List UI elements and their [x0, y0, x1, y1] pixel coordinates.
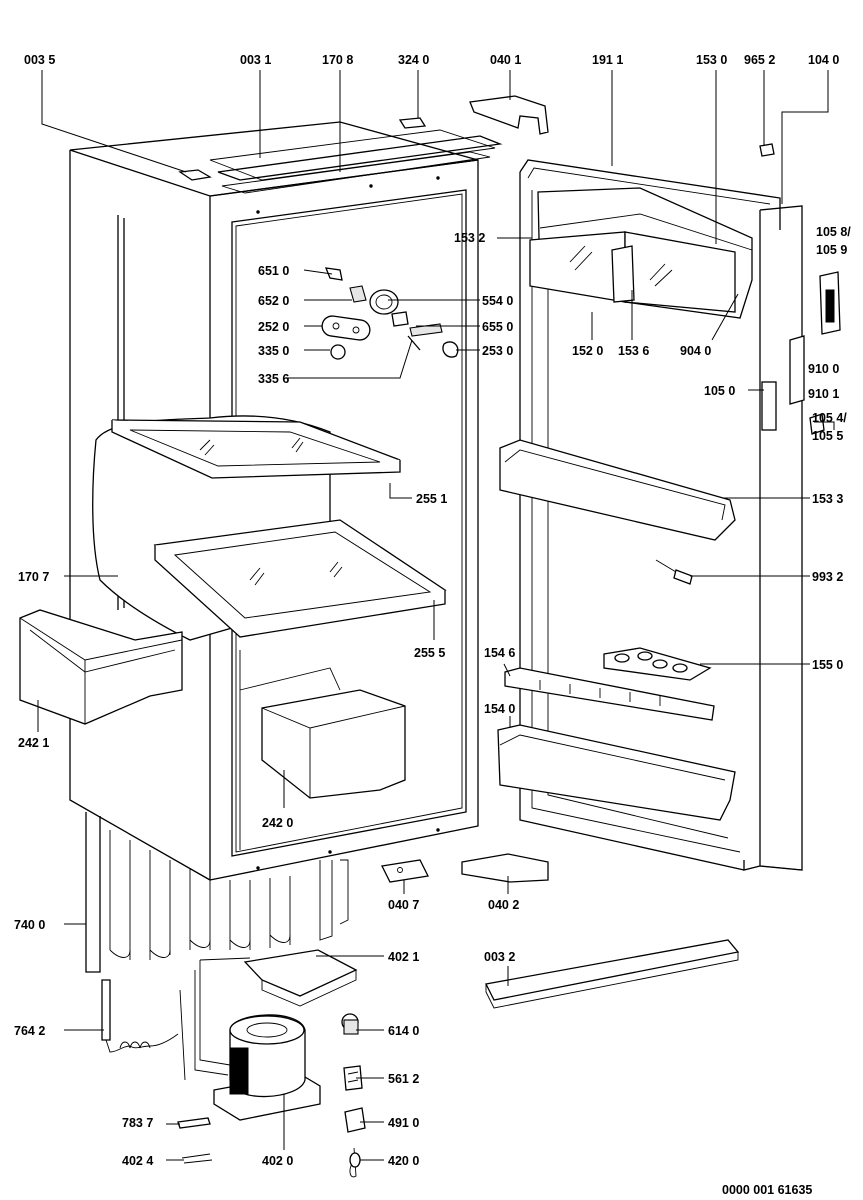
label-4020: 402 0 — [262, 1154, 293, 1168]
label-1055: 105 5 — [812, 429, 843, 443]
glass-shelf-lower — [153, 519, 447, 638]
label-2520: 252 0 — [258, 320, 289, 334]
label-9040: 904 0 — [680, 344, 711, 358]
label-2420: 242 0 — [262, 816, 293, 830]
label-4200: 420 0 — [388, 1154, 419, 1168]
label-2421: 242 1 — [18, 736, 49, 750]
door-small-parts — [655, 271, 841, 585]
label-4024: 402 4 — [122, 1154, 153, 1168]
label-4021: 402 1 — [388, 950, 419, 964]
label-9101: 910 1 — [808, 387, 839, 401]
door-shelf-middle — [499, 439, 736, 541]
label-2530: 253 0 — [482, 344, 513, 358]
label-2551: 255 1 — [416, 492, 447, 506]
label-1054: 105 4/ — [812, 411, 847, 425]
label-9652: 965 2 — [744, 53, 775, 67]
leader-lines — [37, 70, 835, 1161]
label-9932: 993 2 — [812, 570, 843, 584]
egg-tray — [603, 647, 712, 681]
part-labels: 003 5 003 1 170 8 324 0 040 1 191 1 153 … — [14, 53, 851, 1197]
label-3240: 324 0 — [398, 53, 429, 67]
label-6140: 614 0 — [388, 1024, 419, 1038]
condenser-coil — [85, 812, 349, 973]
door — [519, 159, 805, 871]
label-2555: 255 5 — [414, 646, 445, 660]
label-7400: 740 0 — [14, 918, 45, 932]
label-1533: 153 3 — [812, 492, 843, 506]
glass-shelf-upper — [111, 419, 401, 479]
hinge-parts — [381, 95, 775, 883]
label-6550: 655 0 — [482, 320, 513, 334]
dairy-compartment — [529, 187, 753, 319]
label-9100: 910 0 — [808, 362, 839, 376]
label-6520: 652 0 — [258, 294, 289, 308]
thermostat-parts — [321, 267, 459, 360]
reference-number: 0000 001 61635 — [722, 1183, 812, 1197]
electrical-parts — [177, 1013, 366, 1178]
plinth-bar — [485, 939, 740, 1009]
label-1536: 153 6 — [618, 344, 649, 358]
label-0407: 040 7 — [388, 898, 419, 912]
label-1911: 191 1 — [592, 53, 623, 67]
label-1530: 153 0 — [696, 53, 727, 67]
label-1520: 152 0 — [572, 344, 603, 358]
label-1546: 154 6 — [484, 646, 515, 660]
label-4910: 491 0 — [388, 1116, 419, 1130]
crisper-drawer-left — [19, 609, 183, 725]
label-1058: 105 8/ — [816, 225, 851, 239]
label-1708: 170 8 — [322, 53, 353, 67]
label-0401: 040 1 — [490, 53, 521, 67]
label-1050: 105 0 — [704, 384, 735, 398]
label-5612: 561 2 — [388, 1072, 419, 1086]
label-6510: 651 0 — [258, 264, 289, 278]
label-7642: 764 2 — [14, 1024, 45, 1038]
label-0035: 003 5 — [24, 53, 55, 67]
label-3356: 335 6 — [258, 372, 289, 386]
label-1540: 154 0 — [484, 702, 515, 716]
label-0402: 040 2 — [488, 898, 519, 912]
label-1550: 155 0 — [812, 658, 843, 672]
label-1040: 104 0 — [808, 53, 839, 67]
door-shelf-bottom — [497, 724, 736, 821]
door-rail — [504, 667, 715, 721]
drain-tray — [243, 949, 358, 1007]
label-1707: 170 7 — [18, 570, 49, 584]
crisper-drawer-right — [261, 689, 406, 799]
label-0032: 003 2 — [484, 950, 515, 964]
label-3350: 335 0 — [258, 344, 289, 358]
label-1532: 153 2 — [454, 231, 485, 245]
compressor — [179, 957, 321, 1121]
label-7837: 783 7 — [122, 1116, 153, 1130]
label-5540: 554 0 — [482, 294, 513, 308]
label-1059: 105 9 — [816, 243, 847, 257]
capillary-tube — [101, 979, 179, 1053]
label-0031: 003 1 — [240, 53, 271, 67]
